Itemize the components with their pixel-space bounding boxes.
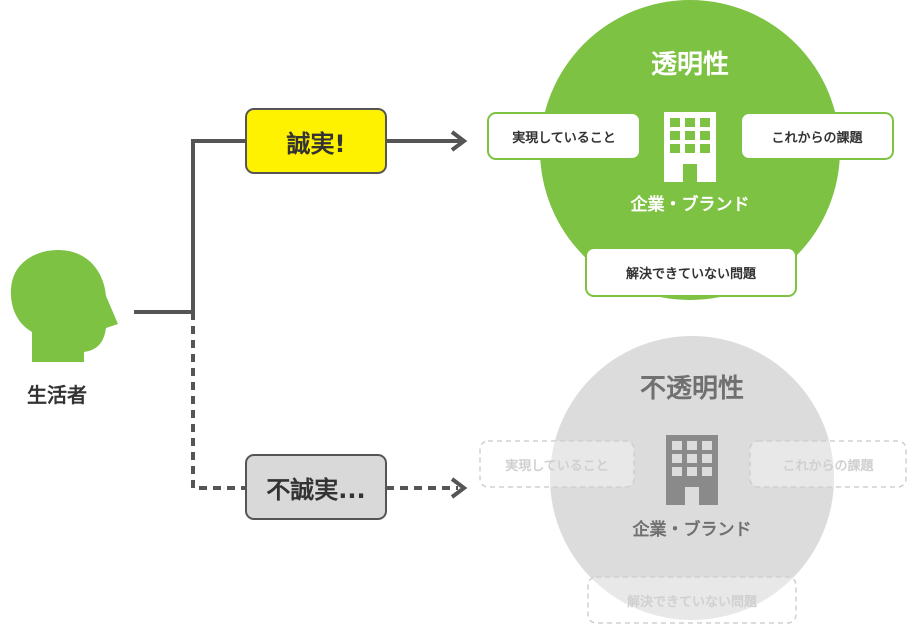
- person-label: 生活者: [27, 382, 87, 407]
- transparency-title: 透明性: [650, 49, 729, 80]
- tag-box-unsolved-faded: [587, 576, 797, 624]
- dishonest-label: 不誠実...: [266, 475, 366, 504]
- company-brand-label: 企業・ブランド: [630, 194, 750, 215]
- tag-box-unsolved: [585, 247, 797, 297]
- dishonest-connector: [191, 312, 246, 490]
- honest-arrowhead: [450, 130, 468, 152]
- building-icon: [664, 112, 716, 182]
- tag-box-achieved: [487, 112, 641, 160]
- tag-unsolved: 解決できていない問題: [625, 266, 756, 282]
- tag-future: これからの課題: [771, 130, 863, 146]
- connectors: [134, 139, 462, 490]
- person-head-icon: [10, 250, 118, 362]
- dishonest-arrowhead: [450, 477, 468, 499]
- opacity-title: 不透明性: [639, 373, 744, 404]
- tag-achieved-faded: 実現していること: [505, 458, 609, 474]
- honest-label: 誠実!: [286, 129, 346, 158]
- honest-connector: [134, 139, 246, 314]
- tag-achieved: 実現していること: [512, 130, 616, 146]
- tag-box-future: [740, 112, 894, 160]
- honest-box: [245, 108, 387, 174]
- tag-box-achieved-faded: [479, 440, 635, 488]
- company-brand-label-faded: 企業・ブランド: [632, 519, 752, 540]
- building-icon: [666, 435, 718, 505]
- dishonest-box: [245, 454, 387, 520]
- tag-future-faded: これからの課題: [782, 458, 874, 474]
- tag-box-future-faded: [749, 440, 907, 488]
- tag-unsolved-faded: 解決できていない問題: [626, 594, 757, 610]
